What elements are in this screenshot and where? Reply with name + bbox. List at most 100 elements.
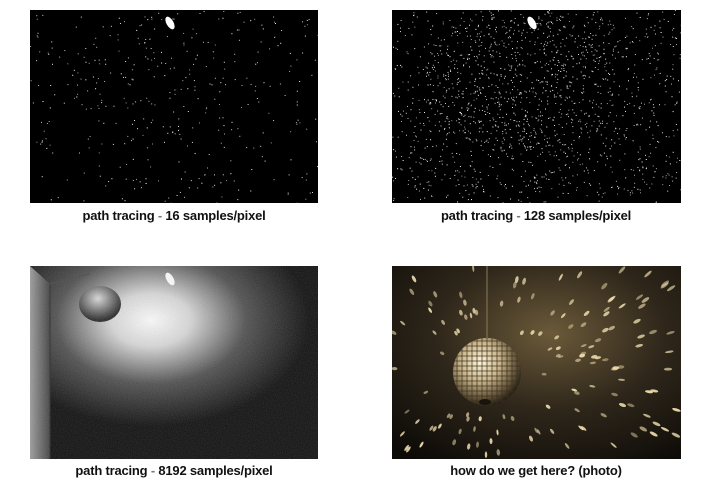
noise-speckle (572, 161, 574, 163)
noise-speckle (666, 75, 668, 77)
noise-speckle (540, 187, 542, 188)
noise-speckle (479, 89, 481, 91)
noise-speckle (653, 29, 655, 31)
noise-speckle (424, 112, 425, 113)
noise-speckle (448, 123, 450, 125)
noise-speckle (85, 108, 87, 110)
noise-speckle (488, 34, 490, 36)
noise-speckle (649, 120, 651, 122)
noise-speckle (547, 25, 549, 27)
noise-speckle (233, 180, 235, 182)
noise-speckle (483, 189, 484, 191)
noise-speckle (679, 57, 681, 59)
light-spot (547, 347, 553, 351)
noise-speckle (41, 176, 43, 178)
noise-speckle (603, 78, 605, 80)
noise-speckle (572, 132, 574, 134)
noise-speckle (553, 116, 555, 118)
noise-speckle (524, 65, 526, 67)
noise-speckle (597, 129, 599, 131)
noise-speckle (411, 170, 413, 172)
noise-speckle (519, 64, 521, 66)
noise-speckle (599, 25, 601, 27)
noise-speckle (566, 37, 568, 39)
noise-speckle (465, 137, 467, 139)
noise-speckle (637, 167, 639, 168)
noise-speckle (619, 144, 621, 145)
noise-speckle (495, 97, 497, 99)
noise-speckle (511, 137, 513, 138)
noise-speckle (572, 175, 574, 177)
noise-speckle (582, 163, 583, 165)
noise-speckle (439, 113, 441, 115)
noise-speckle (431, 108, 433, 110)
noise-speckle (459, 119, 461, 120)
noise-speckle (445, 75, 447, 76)
noise-speckle (448, 105, 450, 107)
noise-speckle (560, 42, 562, 44)
noise-speckle (584, 124, 586, 126)
noise-speckle (540, 111, 541, 113)
noise-speckle (434, 124, 436, 126)
noise-speckle (624, 153, 626, 155)
noise-speckle (552, 35, 554, 37)
noise-speckle (596, 129, 598, 131)
noise-speckle (589, 100, 591, 102)
noise-speckle (428, 62, 430, 64)
noise-speckle (402, 81, 404, 83)
light-spot (618, 378, 625, 381)
noise-speckle (436, 99, 437, 101)
light-spot (484, 451, 488, 458)
noise-speckle (530, 162, 532, 163)
noise-speckle (546, 44, 548, 46)
noise-speckle (542, 92, 544, 94)
noise-speckle (508, 123, 509, 125)
noise-speckle (677, 157, 679, 159)
noise-speckle (154, 57, 156, 59)
noise-speckle (598, 116, 600, 118)
noise-speckle (590, 46, 592, 48)
noise-speckle (260, 145, 262, 147)
noise-speckle (520, 93, 522, 95)
noise-speckle (555, 52, 557, 54)
noise-speckle (621, 56, 623, 58)
noise-speckle (468, 116, 470, 118)
noise-speckle (602, 23, 604, 25)
noise-speckle (494, 43, 496, 45)
noise-speckle (474, 81, 476, 82)
noise-speckle (543, 49, 545, 51)
noise-speckle (296, 101, 298, 103)
noise-speckle (557, 49, 559, 51)
light-spot (522, 277, 527, 285)
caption-128-prefix: path tracing (440, 208, 513, 223)
noise-speckle (610, 23, 612, 25)
noise-speckle (602, 193, 604, 195)
noise-speckle (548, 21, 550, 23)
noise-speckle (557, 33, 559, 35)
noise-speckle (625, 110, 626, 112)
noise-speckle (567, 113, 569, 115)
noise-speckle (649, 55, 651, 57)
noise-speckle (459, 166, 461, 167)
noise-speckle (598, 45, 600, 47)
noise-speckle (609, 74, 611, 75)
noise-speckle (566, 97, 568, 99)
noise-speckle (599, 154, 601, 156)
noise-speckle (250, 20, 252, 22)
noise-speckle (513, 112, 515, 114)
noise-speckle (261, 24, 263, 26)
noise-speckle (563, 184, 565, 186)
noise-speckle (77, 93, 79, 95)
light-spot (428, 300, 433, 307)
noise-speckle (607, 91, 609, 93)
noise-speckle (401, 66, 403, 68)
noise-speckle (668, 174, 670, 176)
noise-speckle (536, 174, 538, 176)
noise-speckle (539, 49, 541, 51)
noise-speckle (500, 148, 502, 150)
noise-speckle (502, 202, 504, 203)
noise-speckle (478, 33, 480, 35)
noise-speckle (254, 18, 256, 20)
noise-speckle (127, 83, 129, 85)
noise-speckle (394, 150, 396, 152)
